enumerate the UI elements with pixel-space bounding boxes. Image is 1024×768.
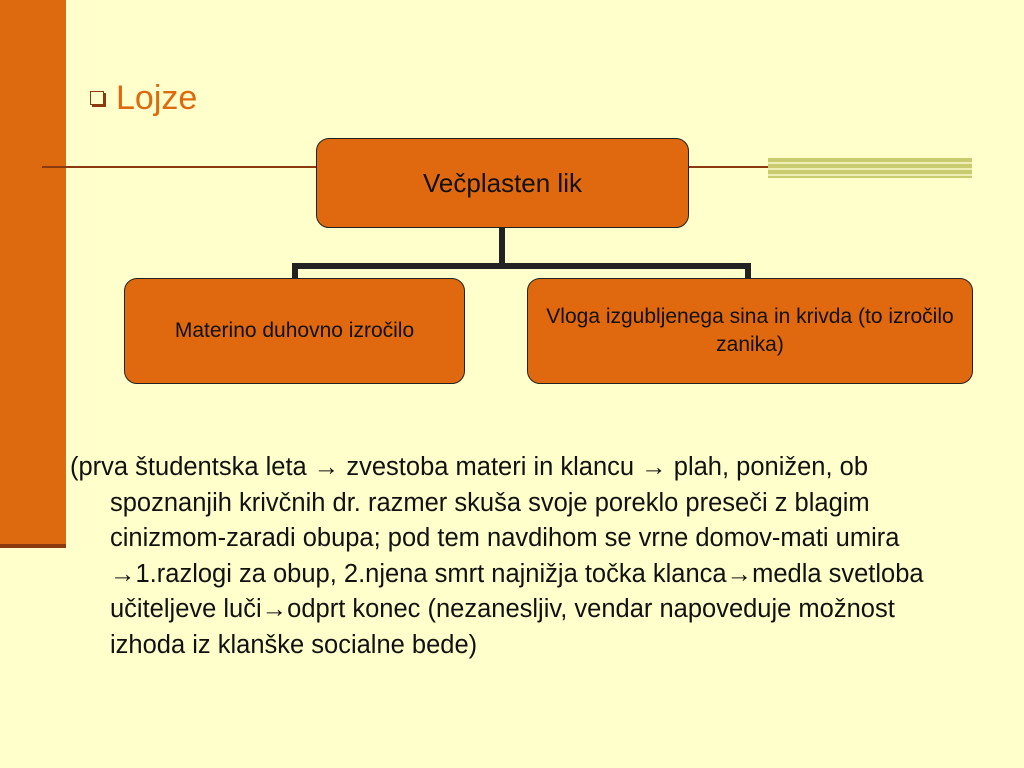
left-accent-bar bbox=[0, 0, 66, 544]
body-paragraph: (prva študentska leta → zvestoba materi … bbox=[70, 453, 924, 659]
square-bullet-icon bbox=[90, 91, 104, 105]
title-rule-left bbox=[42, 166, 318, 168]
title-row: Lojze bbox=[90, 78, 197, 118]
diagram-node-root: Večplasten lik bbox=[316, 138, 689, 228]
left-accent-bar-line bbox=[0, 544, 66, 548]
accent-stripes bbox=[768, 158, 972, 178]
diagram-node-left: Materino duhovno izročilo bbox=[124, 278, 465, 384]
slide-title: Lojze bbox=[116, 78, 198, 117]
diagram-node-right: Vloga izgubljenega sina in krivda (to iz… bbox=[527, 278, 973, 384]
title-rule-right bbox=[688, 166, 772, 168]
